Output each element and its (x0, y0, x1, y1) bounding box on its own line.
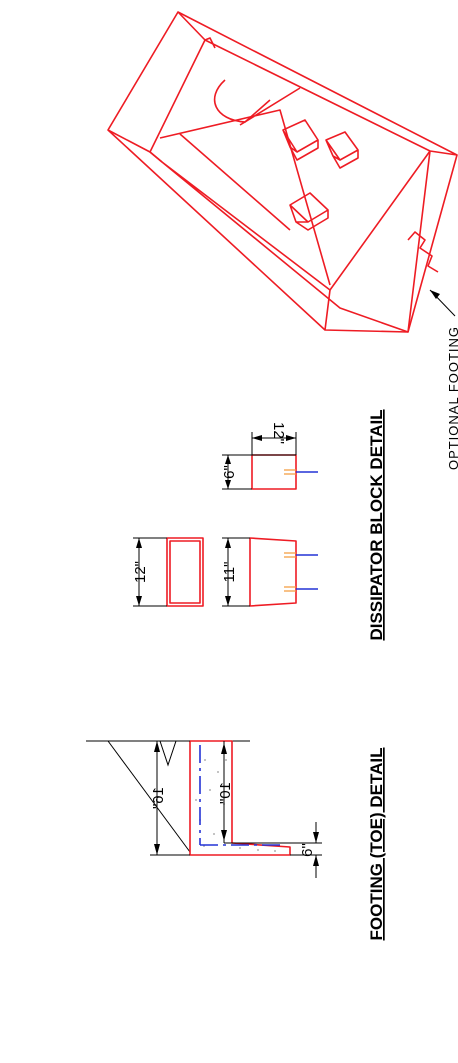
iso-footing-break (407, 231, 439, 273)
iso-inner-lines (159, 37, 331, 286)
footing-detail: 16" 10" 6" FOOTING (TOE) DETAIL (86, 740, 386, 941)
dim-11-text: 11" (221, 562, 238, 583)
optional-footing-note: OPTIONAL FOOTING (446, 326, 458, 470)
dim-16-text: 16" (150, 787, 167, 809)
dim-12-top-line (133, 537, 167, 607)
iso-right-wall (204, 39, 458, 333)
dim-10-text: 10" (217, 782, 234, 804)
dim-12-side-text: 12" (270, 422, 287, 444)
iso-floor (149, 151, 409, 333)
footing-title: FOOTING (TOE) DETAIL (367, 748, 386, 941)
dim-16-line (150, 740, 190, 856)
dim-12-top-text: 12" (132, 561, 149, 583)
iso-block-3 (289, 192, 329, 231)
slope-line (107, 740, 191, 853)
dim-6-side-text: 6" (221, 465, 238, 479)
block-top-view (166, 537, 204, 607)
dim-10-line (223, 741, 232, 844)
dissipator-title: DISSIPATOR BLOCK DETAIL (367, 409, 386, 640)
iso-left-wall (107, 11, 206, 163)
block-front-sleeve-1 (284, 552, 296, 558)
dim-11-line (222, 537, 250, 607)
dim-6-line (232, 822, 322, 878)
block-side-view (251, 454, 297, 490)
iso-block-1 (282, 119, 319, 161)
concrete-stipple (195, 759, 276, 852)
dim-6-text: 6" (299, 843, 316, 857)
footing-outline (189, 740, 291, 856)
iso-block-2 (325, 131, 359, 169)
block-front-view (249, 537, 297, 607)
dim-12-side-line (252, 454, 296, 456)
iso-rim (107, 11, 458, 333)
block-side-sleeve (284, 469, 296, 475)
block-top-view-inner (169, 540, 201, 604)
optional-footing-arrowhead (430, 290, 440, 299)
dissipator-detail: 12" 11" 6" 12" DISSIPATOR BLOCK DETAIL (132, 409, 386, 640)
isometric-view: OPTIONAL FOOTING (107, 11, 458, 470)
iso-pipe-opening (213, 79, 271, 123)
block-front-sleeve-2 (284, 586, 296, 592)
